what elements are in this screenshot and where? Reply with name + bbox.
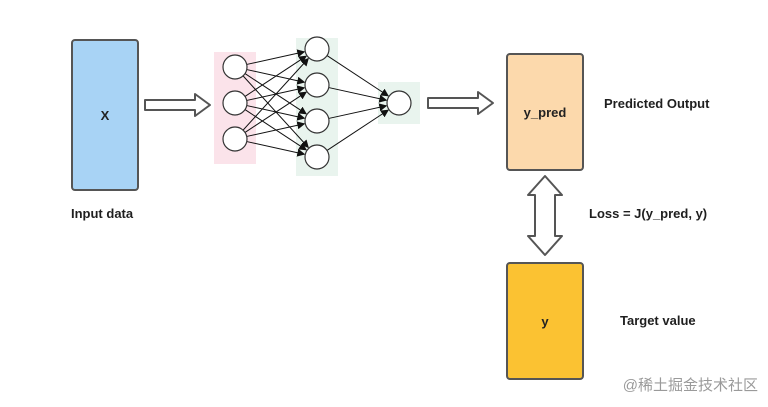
node-hidden-3 bbox=[304, 144, 330, 170]
node-output-0 bbox=[386, 90, 412, 116]
node-hidden-0 bbox=[304, 36, 330, 62]
edge-input2-hidden0 bbox=[242, 57, 309, 131]
edge-input1-hidden0 bbox=[244, 55, 307, 97]
watermark: @稀土掘金技术社区 bbox=[622, 377, 758, 394]
edge-hidden2-output0 bbox=[328, 103, 388, 119]
node-hidden-1 bbox=[304, 72, 330, 98]
network-nodes bbox=[222, 36, 412, 170]
input-label: Input data bbox=[71, 206, 134, 221]
target-label: Target value bbox=[620, 313, 696, 328]
node-input-1 bbox=[222, 90, 248, 116]
input-box-text: X bbox=[100, 107, 110, 123]
edge-input2-hidden2 bbox=[246, 121, 306, 137]
target-box-text: y bbox=[541, 313, 549, 329]
arrow-network-to-pred-icon bbox=[427, 91, 494, 115]
loss-label: Loss = J(y_pred, y) bbox=[589, 206, 708, 221]
node-input-0 bbox=[222, 54, 248, 80]
edge-hidden1-output0 bbox=[328, 87, 388, 103]
arrow-input-to-network-icon bbox=[144, 93, 211, 117]
edge-hidden0-output0 bbox=[326, 55, 389, 97]
double-arrow-loss-icon bbox=[527, 175, 563, 256]
edge-input0-hidden0 bbox=[246, 49, 306, 65]
input-box: X bbox=[71, 39, 139, 191]
network-edges bbox=[242, 49, 389, 157]
edge-hidden3-output0 bbox=[326, 109, 389, 151]
pred-box-text: y_pred bbox=[523, 104, 567, 120]
edge-input2-hidden3 bbox=[246, 141, 306, 157]
pred-box: y_pred bbox=[506, 53, 584, 171]
pred-label: Predicted Output bbox=[604, 96, 710, 111]
node-hidden-2 bbox=[304, 108, 330, 134]
node-input-2 bbox=[222, 126, 248, 152]
target-box: y bbox=[506, 262, 584, 380]
edge-input2-hidden1 bbox=[244, 91, 307, 133]
